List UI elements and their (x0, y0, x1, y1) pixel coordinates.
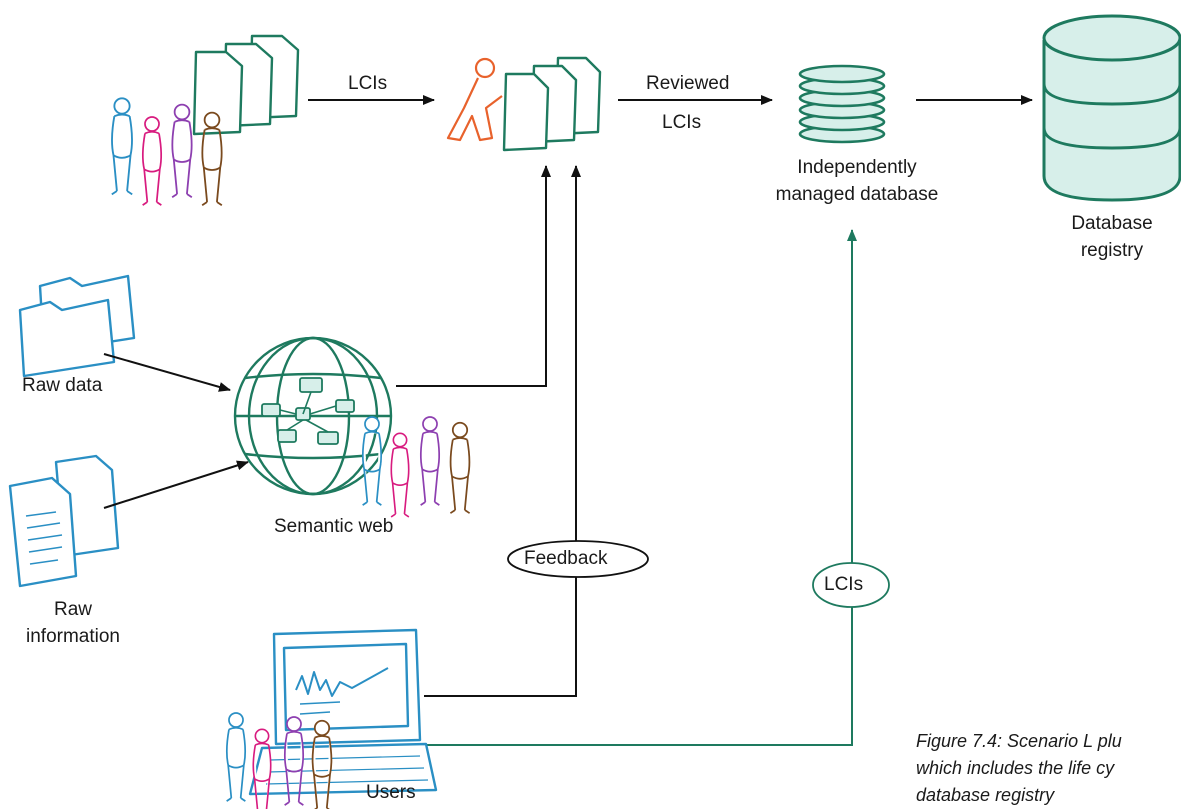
registry-label: Database registry (1052, 210, 1172, 264)
document-icon (8, 454, 120, 588)
independent-db-label: Independently managed database (772, 154, 942, 208)
globe-network-icon (233, 336, 393, 496)
independent-db-label-line1: Independently (797, 157, 917, 178)
feedback-label: Feedback (524, 548, 608, 569)
raw-information-label-line1: Raw (53, 599, 92, 620)
person-pushing-icon (446, 56, 602, 152)
users-label: Users (366, 782, 416, 803)
database-registry-icon (1042, 14, 1181, 202)
figure-caption-line1: Figure 7.4: Scenario L plu (916, 731, 1122, 751)
computer-monitor-icon (248, 628, 438, 796)
independent-db-label-line2: managed database (775, 184, 939, 205)
registry-label-line1: Database (1071, 213, 1153, 234)
raw-information-label-line2: information (26, 626, 120, 647)
figure-caption-line2: which includes the life cy (916, 758, 1115, 778)
registry-label-line2: registry (1080, 240, 1144, 261)
database-stack-icon (798, 64, 886, 144)
figure-caption: Figure 7.4: Scenario L plu which include… (916, 728, 1181, 809)
figure-caption-line3: database registry (916, 785, 1055, 805)
edge-label-reviewed: Reviewed (646, 73, 730, 94)
raw-data-label: Raw data (22, 375, 103, 396)
folder-icon (18, 274, 136, 378)
semantic-web-label: Semantic web (274, 516, 394, 537)
edge-label-reviewed-lcis: LCIs (662, 112, 702, 133)
documents-icon (192, 34, 300, 136)
lcis-teal-label: LCIs (824, 574, 864, 595)
edge-label-lcis: LCIs (348, 73, 388, 94)
raw-information-label: Raw information (8, 596, 138, 650)
